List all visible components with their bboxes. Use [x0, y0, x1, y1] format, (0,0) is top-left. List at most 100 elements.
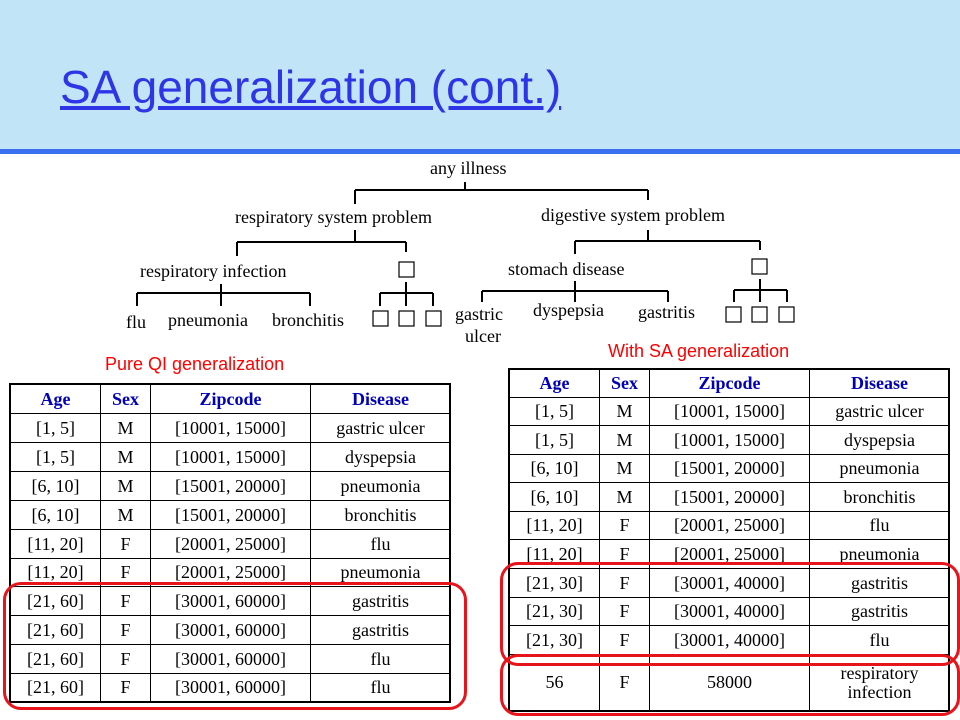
column-header-sex: Sex: [100, 384, 151, 414]
table-header-row: Age Sex Zipcode Disease: [509, 369, 950, 398]
cell-disease: bronchitis: [310, 500, 451, 530]
cell-age: [21, 30]: [509, 625, 600, 655]
cell-zipcode: [30001, 40000]: [649, 568, 810, 598]
cell-sex: F: [100, 673, 151, 702]
cell-zipcode: [15001, 20000]: [150, 500, 311, 530]
cell-disease: gastritis: [809, 597, 950, 626]
cell-age: [21, 60]: [10, 615, 101, 645]
cell-disease-line2: infection: [847, 681, 912, 702]
cell-disease: gastritis: [809, 568, 950, 598]
leaf-bronchitis: bronchitis: [272, 310, 344, 330]
cell-disease: flu: [809, 625, 950, 655]
cell-age: [11, 20]: [10, 529, 101, 559]
table-row: [6, 10]M[15001, 20000]pneumonia: [10, 471, 451, 501]
highlight-ring-right-group: [500, 562, 960, 666]
cell-sex: M: [599, 397, 650, 426]
cell-age: [21, 60]: [10, 673, 101, 702]
left-table-caption: Pure QI generalization: [105, 354, 285, 374]
table-row: [21, 60]F[30001, 60000]flu: [10, 644, 451, 674]
cell-sex: F: [599, 597, 650, 626]
right-table-frame: [508, 368, 950, 712]
cell-sex: F: [599, 625, 650, 655]
placeholder-node-box: [751, 258, 768, 275]
disease-hierarchy-tree: any illness respiratory system problem d…: [126, 158, 795, 346]
node-stomach-disease: stomach disease: [508, 259, 624, 279]
cell-sex: F: [100, 586, 151, 616]
cell-age: [21, 30]: [509, 568, 600, 598]
cell-disease: gastric ulcer: [310, 413, 451, 443]
cell-disease-line1: respiratory: [840, 662, 919, 683]
placeholder-leaf-box: [751, 306, 768, 323]
node-respiratory-system-problem: respiratory system problem: [235, 207, 432, 227]
slide-title: SA generalization (cont.): [60, 61, 562, 113]
cell-sex: M: [599, 425, 650, 455]
column-header-age: Age: [10, 384, 101, 414]
table-header-row: Age Sex Zipcode Disease: [10, 384, 451, 414]
cell-age: [1, 5]: [509, 397, 600, 426]
left-table-frame: [9, 383, 451, 703]
cell-disease: dyspepsia: [310, 442, 451, 472]
placeholder-leaf-box: [425, 310, 442, 327]
placeholder-node-box: [398, 261, 415, 278]
cell-zipcode: [15001, 20000]: [649, 454, 810, 483]
node-respiratory-infection: respiratory infection: [140, 261, 286, 281]
cell-disease: gastritis: [310, 586, 451, 616]
cell-disease: bronchitis: [809, 482, 950, 512]
leaf-gastric-ulcer: gastric: [455, 304, 503, 324]
cell-zipcode: [15001, 20000]: [150, 471, 311, 501]
cell-zipcode: [20001, 25000]: [649, 511, 810, 540]
cell-disease: flu: [310, 644, 451, 674]
cell-disease: flu: [310, 673, 451, 702]
node-any-illness: any illness: [430, 158, 507, 178]
highlight-ring-right-extra: [500, 654, 960, 716]
pure-qi-table: Age Sex Zipcode Disease [1, 5]M[10001, 1…: [10, 384, 451, 702]
table-row: [21, 60]F[30001, 60000]gastritis: [10, 586, 451, 616]
cell-zipcode: [10001, 15000]: [649, 425, 810, 455]
table-row: [11, 20]F[20001, 25000]flu: [10, 529, 451, 559]
cell-zipcode: [30001, 60000]: [150, 586, 311, 616]
table-row: [11, 20]F[20001, 25000]flu: [509, 511, 950, 540]
node-digestive-system-problem: digestive system problem: [541, 205, 725, 225]
cell-sex: F: [100, 644, 151, 674]
cell-sex: M: [100, 413, 151, 443]
cell-zipcode: [30001, 60000]: [150, 644, 311, 674]
table-row: [11, 20]F[20001, 25000]pneumonia: [509, 539, 950, 569]
leaf-dyspepsia: dyspepsia: [533, 300, 604, 320]
slide-header: [0, 0, 960, 150]
placeholder-leaf-box: [372, 310, 389, 327]
leaf-flu: flu: [126, 312, 146, 332]
leaf-gastric-ulcer-line2: ulcer: [465, 326, 501, 346]
cell-sex: F: [599, 511, 650, 540]
leaf-gastritis: gastritis: [638, 302, 695, 322]
cell-age: [11, 20]: [509, 511, 600, 540]
table-row: [6, 10]M[15001, 20000]bronchitis: [509, 482, 950, 512]
placeholder-leaf-box: [725, 306, 742, 323]
leaf-pneumonia: pneumonia: [168, 310, 248, 330]
cell-zipcode: [30001, 40000]: [649, 597, 810, 626]
cell-age: [6, 10]: [10, 500, 101, 530]
table-row: [1, 5]M[10001, 15000]dyspepsia: [10, 442, 451, 472]
cell-disease: pneumonia: [310, 471, 451, 501]
cell-age: [1, 5]: [509, 425, 600, 455]
table-row: [21, 30]F[30001, 40000]flu: [509, 625, 950, 655]
table-row: [1, 5]M[10001, 15000]dyspepsia: [509, 425, 950, 455]
column-header-age: Age: [509, 369, 600, 398]
cell-age: [21, 60]: [10, 586, 101, 616]
table-row: [21, 30]F[30001, 40000]gastritis: [509, 597, 950, 626]
table-row: [21, 60]F[30001, 60000]flu: [10, 673, 451, 702]
highlight-ring-left: [3, 582, 467, 710]
column-header-zipcode: Zipcode: [150, 384, 311, 414]
cell-zipcode: [30001, 60000]: [150, 615, 311, 645]
cell-sex: M: [100, 442, 151, 472]
cell-sex: M: [100, 471, 151, 501]
cell-zipcode: [10001, 15000]: [649, 397, 810, 426]
table-row: [21, 30]F[30001, 40000]gastritis: [509, 568, 950, 598]
cell-zipcode: [20001, 25000]: [150, 529, 311, 559]
cell-disease: dyspepsia: [809, 425, 950, 455]
header-divider: [0, 149, 960, 154]
table-row: [21, 60]F[30001, 60000]gastritis: [10, 615, 451, 645]
placeholder-leaf-box: [778, 306, 795, 323]
cell-sex: M: [599, 454, 650, 483]
column-header-disease: Disease: [310, 384, 451, 414]
cell-sex: F: [100, 615, 151, 645]
